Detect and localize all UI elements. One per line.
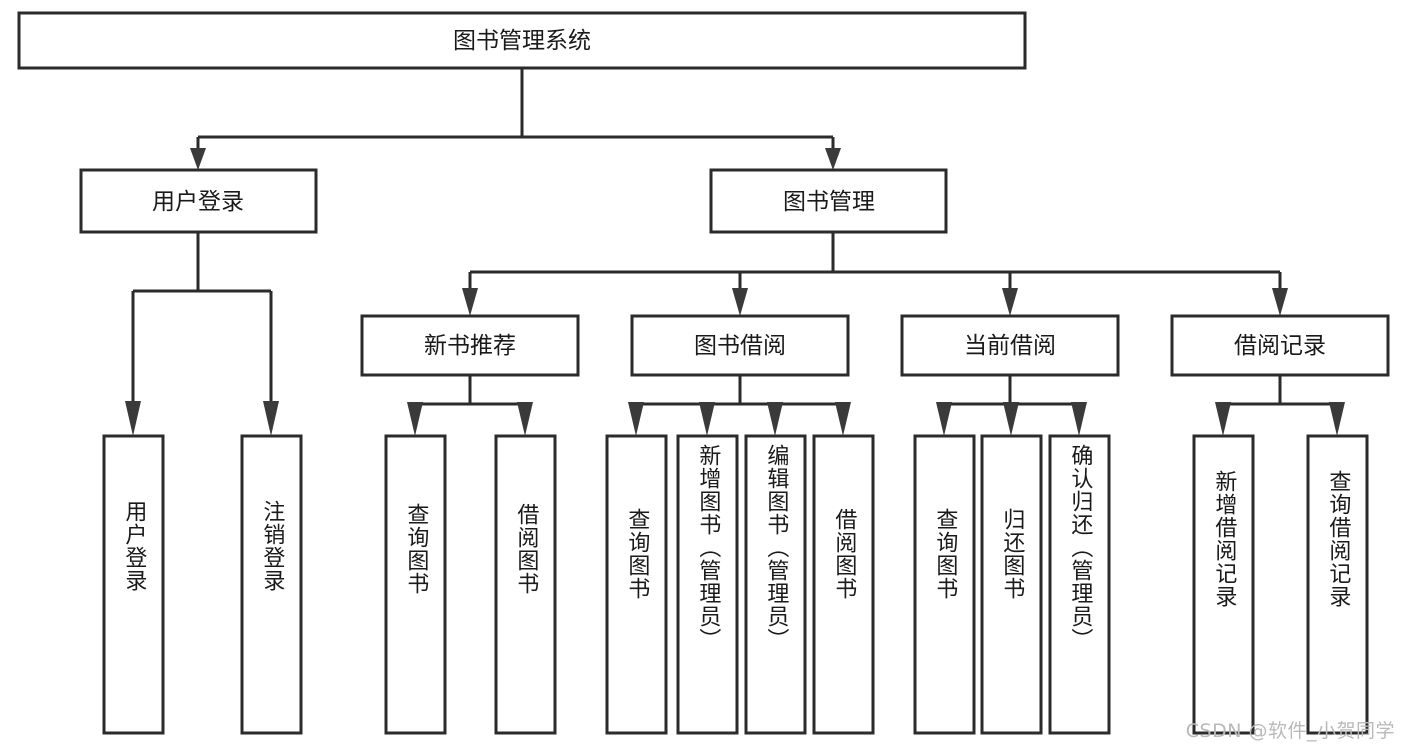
arrow-head-leaf-user-login-2: [263, 401, 279, 436]
leaf-box-book-borrow-3[interactable]: [744, 434, 807, 735]
arrow-head-leaf-new-book-1: [407, 402, 423, 436]
arrow-head-leaf-book-borrow-4: [835, 402, 851, 436]
arrow-head-user-login: [190, 148, 206, 170]
leaf-box-current-borrow-2[interactable]: [980, 434, 1043, 735]
edge-book-manage-to-level3: [462, 232, 1288, 316]
leaf-box-current-borrow-1[interactable]: [913, 434, 976, 735]
node-root-box[interactable]: [17, 11, 1027, 70]
arrow-head-leaf-new-book-2: [517, 402, 533, 436]
node-new-book-label: 新书推荐: [424, 333, 516, 359]
node-borrow-record-label: 借阅记录: [1234, 333, 1326, 359]
arrow-head-book-manage: [825, 148, 841, 170]
arrow-head-leaf-book-borrow-2: [699, 402, 715, 436]
edge-borrow-record-to-leaves: [1215, 375, 1345, 436]
leaf-box-book-borrow-4[interactable]: [812, 434, 875, 735]
node-root-label: 图书管理系统: [453, 28, 591, 54]
node-book-borrow[interactable]: 图书借阅: [630, 314, 850, 377]
node-new-book[interactable]: 新书推荐: [360, 314, 580, 377]
leaf-box-borrow-record-1[interactable]: [1192, 434, 1255, 735]
node-book-manage[interactable]: 图书管理: [709, 168, 948, 234]
arrow-head-borrow-record: [1272, 288, 1288, 316]
node-current-borrow-box[interactable]: [900, 314, 1120, 377]
node-root[interactable]: 图书管理系统: [17, 11, 1027, 70]
edge-book-borrow-to-leaves: [628, 375, 851, 436]
node-new-book-box[interactable]: [360, 314, 580, 377]
leaf-box-new-book-2[interactable]: [494, 434, 557, 735]
leaf-box-new-book-1[interactable]: [384, 434, 447, 735]
csdn-watermark: CSDN @软件_小贺同学: [1185, 720, 1395, 742]
node-borrow-record-box[interactable]: [1170, 314, 1390, 377]
node-book-borrow-box[interactable]: [630, 314, 850, 377]
arrow-head-leaf-book-borrow-1: [628, 402, 644, 436]
arrow-head-leaf-current-borrow-2: [1003, 402, 1019, 436]
arrow-head-leaf-current-borrow-1: [936, 402, 952, 436]
node-user-login-box[interactable]: [79, 168, 318, 234]
arrow-head-leaf-book-borrow-3: [767, 402, 783, 436]
node-book-borrow-label: 图书借阅: [694, 333, 786, 359]
edge-current-borrow-to-leaves: [936, 375, 1087, 436]
node-user-login[interactable]: 用户登录: [79, 168, 318, 234]
leaf-box-book-borrow-2[interactable]: [676, 434, 739, 735]
leaf-box-user-login-1[interactable]: [102, 434, 165, 735]
leaf-box-borrow-record-2[interactable]: [1306, 434, 1369, 735]
leaf-box-user-login-2[interactable]: [240, 434, 303, 735]
arrow-head-leaf-user-login-1: [125, 401, 141, 436]
arrow-head-leaf-borrow-record-1: [1215, 402, 1231, 436]
arrow-head-current-borrow: [1002, 288, 1018, 316]
leaf-box-book-borrow-1[interactable]: [605, 434, 668, 735]
arrow-head-leaf-current-borrow-3: [1071, 402, 1087, 436]
edge-user-login-to-leaves: [125, 232, 279, 436]
arrow-head-book-borrow: [732, 288, 748, 316]
node-current-borrow[interactable]: 当前借阅: [900, 314, 1120, 377]
node-book-manage-label: 图书管理: [783, 189, 875, 215]
node-user-login-label: 用户登录: [152, 189, 244, 215]
node-book-manage-box[interactable]: [709, 168, 948, 234]
edge-new-book-to-leaves: [407, 375, 533, 436]
leaf-box-current-borrow-3[interactable]: [1048, 434, 1111, 735]
arrow-head-new-book: [462, 288, 478, 316]
node-current-borrow-label: 当前借阅: [964, 333, 1056, 359]
edge-root-to-level2: [190, 68, 841, 170]
node-borrow-record[interactable]: 借阅记录: [1170, 314, 1390, 377]
arrow-head-leaf-borrow-record-2: [1329, 402, 1345, 436]
